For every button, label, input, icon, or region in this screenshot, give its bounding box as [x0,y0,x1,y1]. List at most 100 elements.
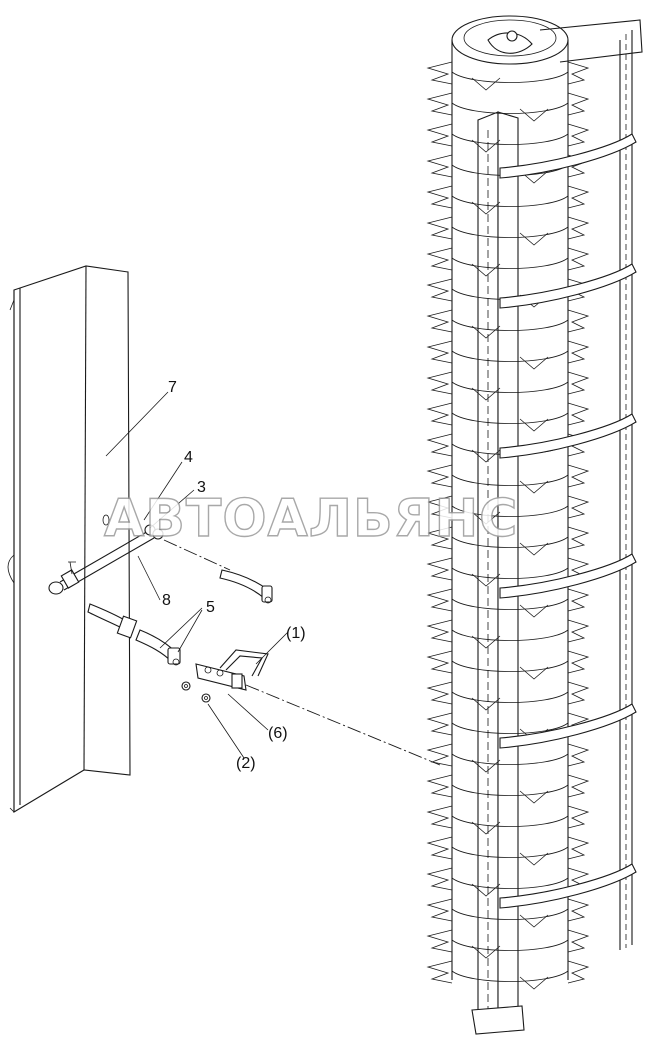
flight-teeth-left [426,743,453,767]
flight-teeth-left [426,836,453,860]
flight-teeth-right [567,774,590,798]
flight-teeth-left [426,247,453,271]
callout-6: (6) [268,725,288,742]
flight-teeth-right [567,61,590,85]
flight-arc [451,350,569,362]
flight-arc [451,598,569,610]
flight-teeth-left [426,185,453,209]
flight-teeth-left [426,650,453,674]
flight-teeth-left [426,464,453,488]
flight-teeth-left [426,495,453,519]
leader-lines [105,391,289,759]
flight-notch [471,263,501,277]
flight-teeth-right [567,185,590,209]
flight-teeth-left [426,929,453,953]
flight-teeth-right [567,526,590,550]
flight-arc [451,691,569,703]
flight-teeth-left [426,61,453,85]
flight-teeth-right [567,805,590,829]
flight-arc [451,133,569,145]
flight-teeth-right [567,309,590,333]
flight-arc [451,970,569,982]
flight-notch [471,635,501,649]
flight-arc [451,505,569,517]
flight-teeth-right [567,898,590,922]
flight-arc [451,784,569,796]
flight-notch [471,945,501,959]
side-panel-part-7 [7,265,131,813]
watermark: АВТОАЛЬЯНС [104,489,518,549]
guide-band [499,133,637,179]
callout-4: 4 [184,449,193,466]
guide-band [499,703,637,749]
flight-teeth-left [426,898,453,922]
flight-teeth-left [426,309,453,333]
flight-arc [451,226,569,238]
flight-teeth-left [426,588,453,612]
flight-arc [451,257,569,269]
flight-teeth-left [426,123,453,147]
flight-notch [519,914,549,928]
flight-teeth-right [567,495,590,519]
flight-teeth-right [567,650,590,674]
bracket-part-1 [195,649,269,691]
flight-teeth-left [426,526,453,550]
flight-teeth-right [567,371,590,395]
flight-notch [471,449,501,463]
flight-notch [471,821,501,835]
flight-teeth-left [426,154,453,178]
flight-teeth-right [567,681,590,705]
flight-teeth-right [567,247,590,271]
flight-teeth-left [426,216,453,240]
callout-1: (1) [286,625,306,642]
flight-arc [451,846,569,858]
guide-band [499,413,637,459]
spring-bands-part-5 [87,603,181,666]
flight-teeth-right [567,588,590,612]
callout-5: 5 [206,599,215,616]
flight-notch [471,139,501,153]
flight-arc [451,412,569,424]
callout-8: 8 [162,592,171,609]
flight-notch [519,108,549,122]
flight-teeth-left [426,712,453,736]
guide-band [499,863,637,909]
flight-teeth-left [426,278,453,302]
flight-arc [451,877,569,889]
guide-band [499,263,637,309]
flight-arc [451,753,569,765]
spring-band-upper [219,569,273,604]
flight-teeth-left [426,681,453,705]
flight-arc [451,536,569,548]
flight-teeth-left [426,433,453,457]
flight-arc [451,102,569,114]
flight-teeth-left [426,371,453,395]
flight-notch [471,201,501,215]
flight-arc [451,195,569,207]
flight-notch [471,573,501,587]
flight-arc [451,567,569,579]
flight-teeth-right [567,123,590,147]
flight-arc [451,629,569,641]
flight-notch [519,604,549,618]
callout-2: (2) [236,755,256,772]
callout-3: 3 [197,479,206,496]
flight-arc [451,71,569,83]
flight-teeth-left [426,402,453,426]
flight-notch [471,759,501,773]
flight-notch [471,697,501,711]
flight-notch [519,480,549,494]
flight-notch [471,387,501,401]
flight-notch [471,325,501,339]
flight-teeth-right [567,402,590,426]
flight-teeth-right [567,960,590,984]
flight-arc [451,815,569,827]
flight-teeth-left [426,619,453,643]
flight-teeth-left [426,774,453,798]
auger-flights [426,61,637,990]
callout-7: 7 [168,379,177,396]
flight-teeth-right [567,92,590,116]
tension-rod-part-8 [48,524,164,595]
assembly-lines [163,539,441,766]
